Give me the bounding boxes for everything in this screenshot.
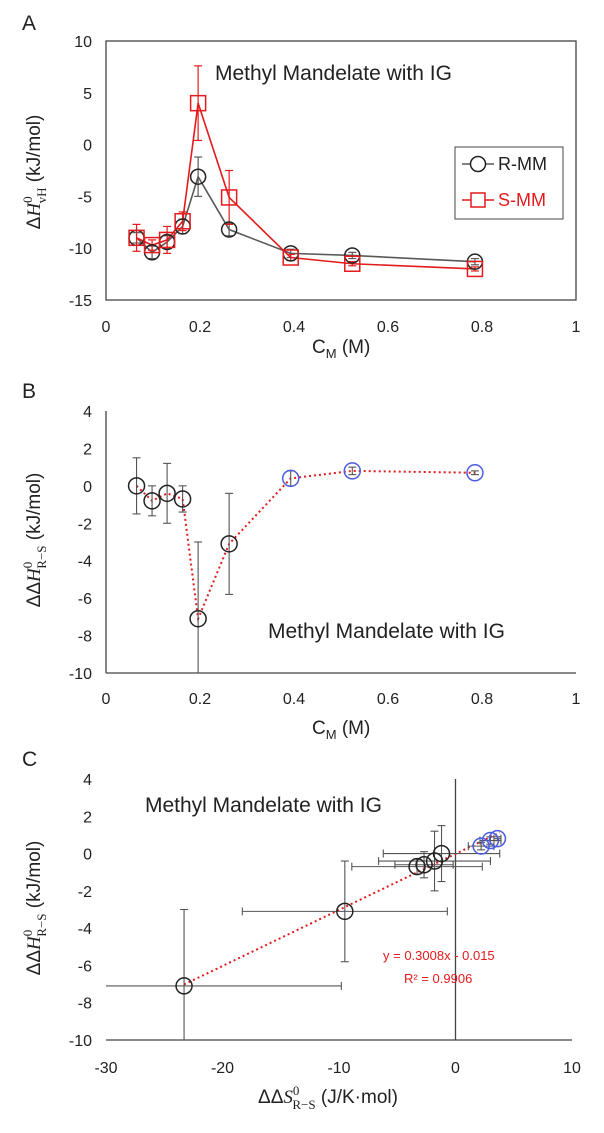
x-tick-label: -20 [211,1060,234,1077]
x-tick-label: 0.2 [189,319,211,336]
x-tick-label: -10 [327,1060,350,1077]
data-point-r-mm [344,247,361,264]
y-tick-label: -2 [78,884,92,901]
data-point-s-mm [220,189,238,206]
y-tick-label: -6 [78,958,92,975]
axis-ticks-b: 0 0.2 0.4 0.6 0.8 1 4 2 0 -2 -4 -6 -8 -10 [69,404,581,708]
data-point [173,490,192,508]
x-tick-label: 0 [102,319,111,336]
chart-title-c: Methyl Mandelate with IG [145,794,382,817]
y-axis-label-a: ΔH0vH (kJ/mol) [20,115,49,230]
x-tick-label: 1 [572,691,581,708]
data-point [220,535,238,553]
y-tick-label: 5 [83,86,92,103]
y-tick-label: -6 [78,591,92,608]
data-series-a [128,65,484,278]
series-line [136,102,475,270]
y-tick-label: -8 [78,629,92,646]
y-tick-label: -15 [69,293,92,310]
data-point [143,492,161,510]
data-point [488,829,507,848]
data-point-s-mm [344,255,361,272]
y-tick-label: 2 [83,441,92,458]
y-axis-label-b: ΔΔH0R−S (kJ/mol) [20,473,49,608]
axis-ticks-a: 0 0.2 0.4 0.6 0.8 1 10 5 0 -5 -10 -15 [69,34,581,336]
y-tick-label: -4 [78,921,92,938]
panel-letter-a: A [22,12,36,35]
x-tick-label: 0.6 [377,319,399,336]
data-point [466,464,484,482]
y-axis-label-c: ΔΔH0R−S (kJ/mol) [20,841,49,976]
legend-label-s-mm: S-MM [498,190,546,210]
y-tick-label: -5 [78,189,92,206]
y-tick-label: -10 [69,1033,92,1050]
fit-equation: y = 0.3008x - 0.015 [383,948,495,963]
fit-line [183,831,501,986]
data-point [481,831,500,850]
fit-r-squared: R² = 0.9906 [404,971,472,986]
data-point [281,469,300,488]
data-point-s-mm [174,213,191,230]
y-tick-label: 4 [83,772,92,789]
data-point-s-mm [189,94,207,112]
legend-label-r-mm: R-MM [498,154,547,174]
data-point-r-mm [220,221,238,238]
x-axis-label-b: CM (M) [312,718,370,742]
data-point-s-mm [466,260,484,278]
panel-letter-b: B [22,380,36,403]
legend-marker-r-mm [469,155,487,173]
panel-c: C -30 -20 -10 0 10 4 2 0 -2 -4 -6 -8 -10 Methyl Mand… [20,748,581,1112]
data-point [336,902,354,921]
x-tick-label: 0.2 [189,691,211,708]
data-point-r-mm [189,168,207,185]
y-tick-label: -2 [78,516,92,533]
y-tick-label: 10 [74,34,92,51]
data-point [189,609,207,628]
y-tick-label: -10 [69,666,92,683]
x-tick-label: 0.6 [377,691,399,708]
panel-b: B 0 0.2 0.4 0.6 0.8 1 4 2 0 -2 -4 -6 -8 -10 Methyl Ma… [20,380,581,742]
x-tick-label: 0.8 [471,319,493,336]
axis-ticks-c: -30 -20 -10 0 10 4 2 0 -2 -4 -6 -8 -10 [69,772,581,1077]
panel-letter-c: C [22,748,37,771]
data-series-c [106,825,507,1040]
data-point [415,856,433,874]
x-tick-label: 0.4 [283,319,305,336]
data-point [158,484,176,503]
x-tick-label: 0 [451,1060,460,1077]
data-point [432,844,451,863]
data-point [408,857,426,876]
x-tick-label: 0.8 [471,691,493,708]
data-series-b [127,457,484,673]
legend-a: R-MM S-MM [454,146,564,220]
data-point [127,477,146,495]
y-tick-label: -10 [69,241,92,258]
y-tick-label: 0 [83,479,92,496]
y-tick-label: 0 [83,847,92,864]
data-point [175,977,193,995]
data-point-s-mm [158,231,176,249]
data-point-s-mm [282,249,299,266]
legend-marker-s-mm [470,192,486,208]
y-tick-label: 4 [83,404,92,421]
y-tick-label: -4 [78,554,92,571]
x-axis-label-a: CM (M) [312,337,370,361]
x-tick-label: 10 [563,1060,581,1077]
x-tick-label: 0.4 [283,691,305,708]
y-tick-label: 2 [83,809,92,826]
chart-title-b: Methyl Mandelate with IG [268,620,505,643]
plot-frame-a [105,40,577,301]
chart-title-a: Methyl Mandelate with IG [215,62,452,85]
y-tick-label: 0 [83,138,92,155]
panel-a: A 0 0.2 0.4 0.6 0.8 1 10 5 0 -5 -10 -15 Methyl Mand… [20,12,581,361]
y-tick-label: -8 [78,996,92,1013]
x-tick-label: 0 [102,691,111,708]
x-tick-label: -30 [94,1060,117,1077]
x-tick-label: 1 [572,319,581,336]
data-point [343,462,362,480]
data-point [472,837,490,855]
